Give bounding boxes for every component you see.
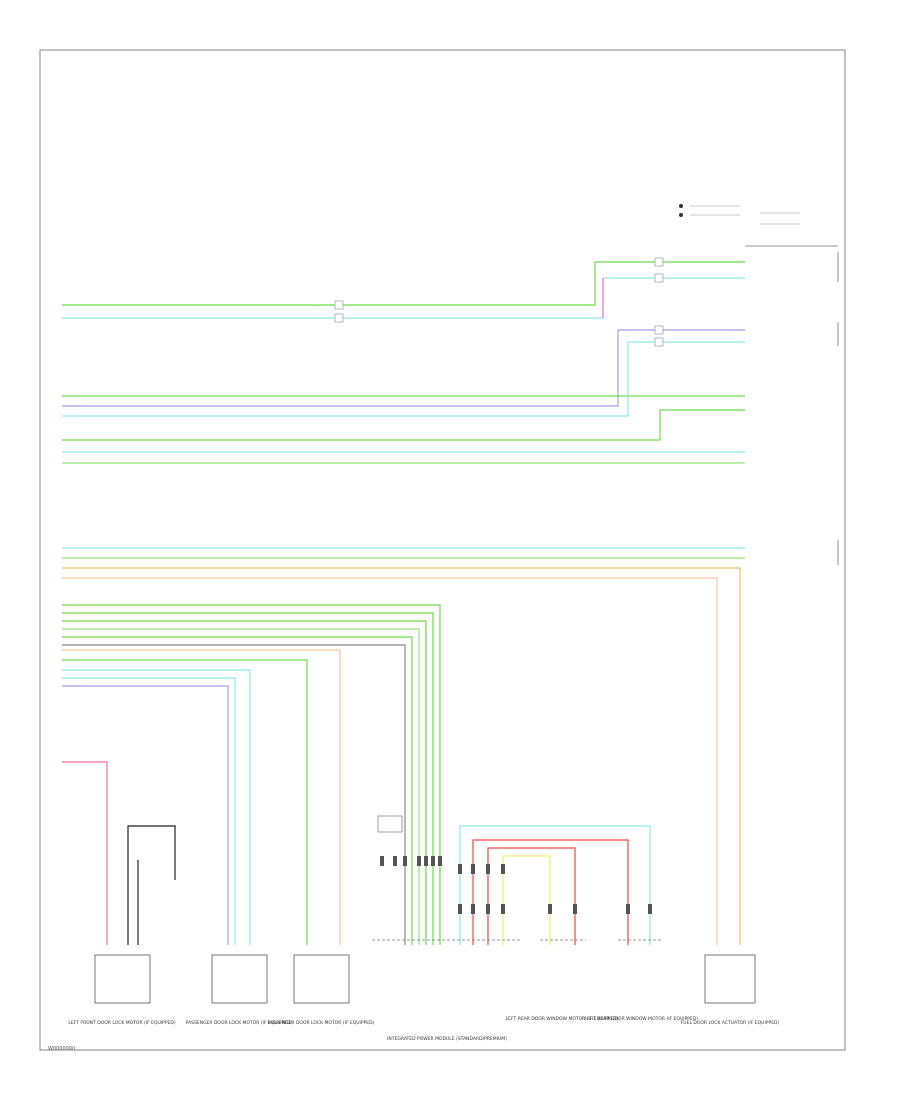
pin-stub — [403, 856, 407, 866]
wire-16 — [62, 620, 427, 945]
pin-stub — [393, 856, 397, 866]
wire-26 — [127, 825, 176, 945]
pin-stub — [380, 856, 384, 866]
splice-2 — [334, 313, 344, 323]
wire-6 — [62, 341, 745, 417]
wire-23 — [62, 677, 236, 945]
module-label: LEFT FRONT DOOR LOCK MOTOR (IF EQUIPPED) — [68, 1020, 175, 1026]
module-label: LEFT REAR DOOR WINDOW MOTOR (IF EQUIPPED… — [506, 1016, 619, 1022]
module-label: RIGHT REAR DOOR WINDOW MOTOR (IF EQUIPPE… — [582, 1016, 698, 1022]
pin-stub — [458, 864, 462, 874]
wire-28 — [459, 825, 651, 945]
pin-stub — [438, 856, 442, 866]
wire-24 — [62, 685, 229, 945]
wire-group — [62, 261, 745, 945]
wire-29 — [472, 839, 629, 945]
pin-stub — [471, 864, 475, 874]
pin-stub — [377, 815, 403, 833]
pin-stub — [648, 904, 652, 914]
wire-22 — [62, 669, 251, 945]
pin-stub — [573, 904, 577, 914]
pin-stub — [626, 904, 630, 914]
wire-18 — [62, 636, 413, 945]
splice-6 — [654, 337, 664, 347]
wire-5 — [62, 329, 745, 407]
module-passenger-door-lock-motor-1 — [211, 954, 268, 1004]
wire-14 — [62, 604, 441, 945]
pin-stub — [486, 904, 490, 914]
wire-21 — [62, 659, 308, 945]
wire-17 — [62, 628, 420, 945]
legend — [679, 204, 800, 225]
pin-stub — [501, 864, 505, 874]
module-label: PASSENGER DOOR LOCK MOTOR (IF EQUIPPED) — [186, 1020, 293, 1026]
wire-30 — [487, 847, 576, 945]
legend-dot-1 — [679, 204, 683, 208]
pin-stub — [417, 856, 421, 866]
pin-stub — [548, 904, 552, 914]
wire-7 — [62, 409, 745, 441]
wire-20 — [62, 649, 341, 945]
pin-stub — [471, 904, 475, 914]
module-boxes — [94, 939, 756, 1004]
wire-19 — [62, 644, 406, 945]
diagram-code: W0000000 — [48, 1046, 75, 1052]
module-label: PASSENGER DOOR LOCK MOTOR (IF EQUIPPED) — [268, 1020, 375, 1026]
splice-1 — [334, 300, 344, 310]
wire-1 — [62, 261, 745, 306]
wire-2 — [62, 277, 745, 319]
pin-stub — [458, 904, 462, 914]
pin-stub — [431, 856, 435, 866]
wire-12 — [62, 567, 741, 945]
module-label: INTEGRATED POWER MODULE (STANDARD/PREMIU… — [387, 1036, 507, 1042]
right-connectors — [745, 245, 839, 565]
splice-5 — [654, 325, 664, 335]
splice-3 — [654, 257, 664, 267]
pin-stub — [501, 904, 505, 914]
module-left-front-door-lock-motor — [94, 954, 151, 1004]
wire-15 — [62, 612, 434, 945]
diagram-frame — [39, 49, 846, 1051]
pin-stub — [486, 864, 490, 874]
wire-31 — [502, 855, 551, 945]
wire-13 — [62, 577, 718, 945]
splice-markers — [334, 257, 664, 347]
module-fuel-door-lock-actuator — [704, 954, 756, 1004]
splice-4 — [654, 273, 664, 283]
module-label: FUEL DOOR LOCK ACTUATOR (IF EQUIPPED) — [681, 1020, 780, 1026]
wire-25 — [62, 761, 108, 945]
module-labels: LEFT FRONT DOOR LOCK MOTOR (IF EQUIPPED)… — [68, 1016, 779, 1042]
module-passenger-door-lock-motor-2 — [293, 954, 350, 1004]
pin-stubs — [377, 815, 652, 914]
legend-dot-2 — [679, 213, 683, 217]
pin-stub — [424, 856, 428, 866]
